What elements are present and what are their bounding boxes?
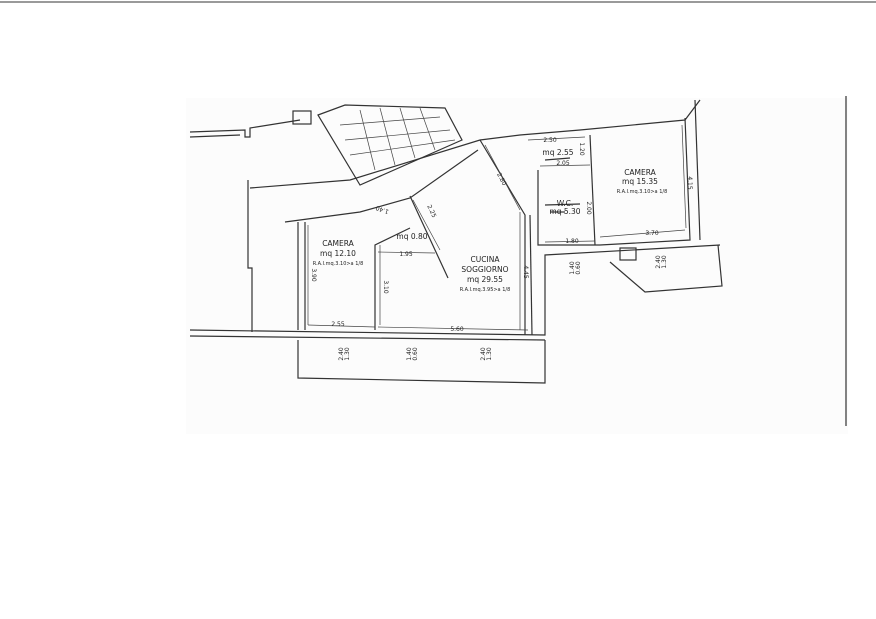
room-cucina-name: CUCINA — [471, 255, 501, 264]
window-height-label: 1.40 — [406, 347, 413, 361]
room-soggiorno-name: SOGGIORNO — [461, 265, 508, 274]
dim-label: 2.50 — [543, 137, 557, 144]
dim-label: 2.55 — [331, 321, 345, 328]
scan-area — [186, 98, 848, 434]
dim-label: 3.90 — [310, 268, 317, 282]
dim-label: 3.70 — [645, 230, 659, 237]
room-camera-2-name: CAMERA — [624, 168, 656, 177]
room-camera-1-area: mq 12.10 — [320, 249, 356, 258]
room-ripostiglio-area: mq 0.80 — [396, 232, 427, 241]
dimension-labels: 2.55 5.60 1.95 3.90 3.10 4.45 2.80 2.25 … — [310, 137, 693, 333]
window-height-label: 2.40 — [480, 347, 487, 361]
dim-label: 4.15 — [686, 176, 693, 190]
window-width-label: 0.60 — [575, 261, 582, 275]
window-height-label: 2.40 — [655, 255, 662, 269]
dimension-lines — [307, 124, 687, 331]
walls — [189, 99, 723, 384]
window-width-label: 1.30 — [344, 347, 351, 361]
dim-label: 2.05 — [556, 160, 570, 167]
dim-label: 2.00 — [585, 201, 592, 215]
room-wc-name: W.C. — [557, 199, 574, 208]
dim-label: 1.40 — [375, 204, 390, 215]
room-camera-1-rai: R.A.I.mq.3.10>a 1/8 — [313, 261, 364, 267]
dim-label: 1.95 — [399, 251, 413, 258]
window-height-label: 1.40 — [569, 261, 576, 275]
page-border — [0, 1, 876, 3]
window-width-label: 0.60 — [412, 347, 419, 361]
dim-label: 4.45 — [522, 265, 529, 279]
dim-label: 1.20 — [578, 142, 585, 156]
window-labels: 2.40 1.30 1.40 0.60 2.40 1.30 1.40 0.60 … — [338, 255, 668, 361]
room-disimpegno-area: mq 2.55 — [542, 148, 573, 157]
room-labels: CAMERA mq 12.10 R.A.I.mq.3.10>a 1/8 CUCI… — [313, 148, 668, 293]
window-width-label: 1.30 — [661, 255, 668, 269]
room-camera-1-name: CAMERA — [322, 239, 354, 248]
dim-label: 5.60 — [450, 326, 464, 333]
window-width-label: 1.30 — [486, 347, 493, 361]
room-camera-2-rai: R.A.I.mq.3.10>a 1/8 — [617, 189, 668, 195]
room-cucina-area: mq 29.55 — [467, 275, 503, 284]
dim-label: 3.10 — [382, 280, 389, 294]
room-wc-area: mq 5.30 — [549, 207, 580, 216]
room-cucina-rai: R.A.I.mq.3.95>a 1/8 — [460, 287, 511, 293]
window-height-label: 2.40 — [338, 347, 345, 361]
room-camera-2-area: mq 15.35 — [622, 177, 658, 186]
dim-label: 1.80 — [565, 238, 579, 245]
